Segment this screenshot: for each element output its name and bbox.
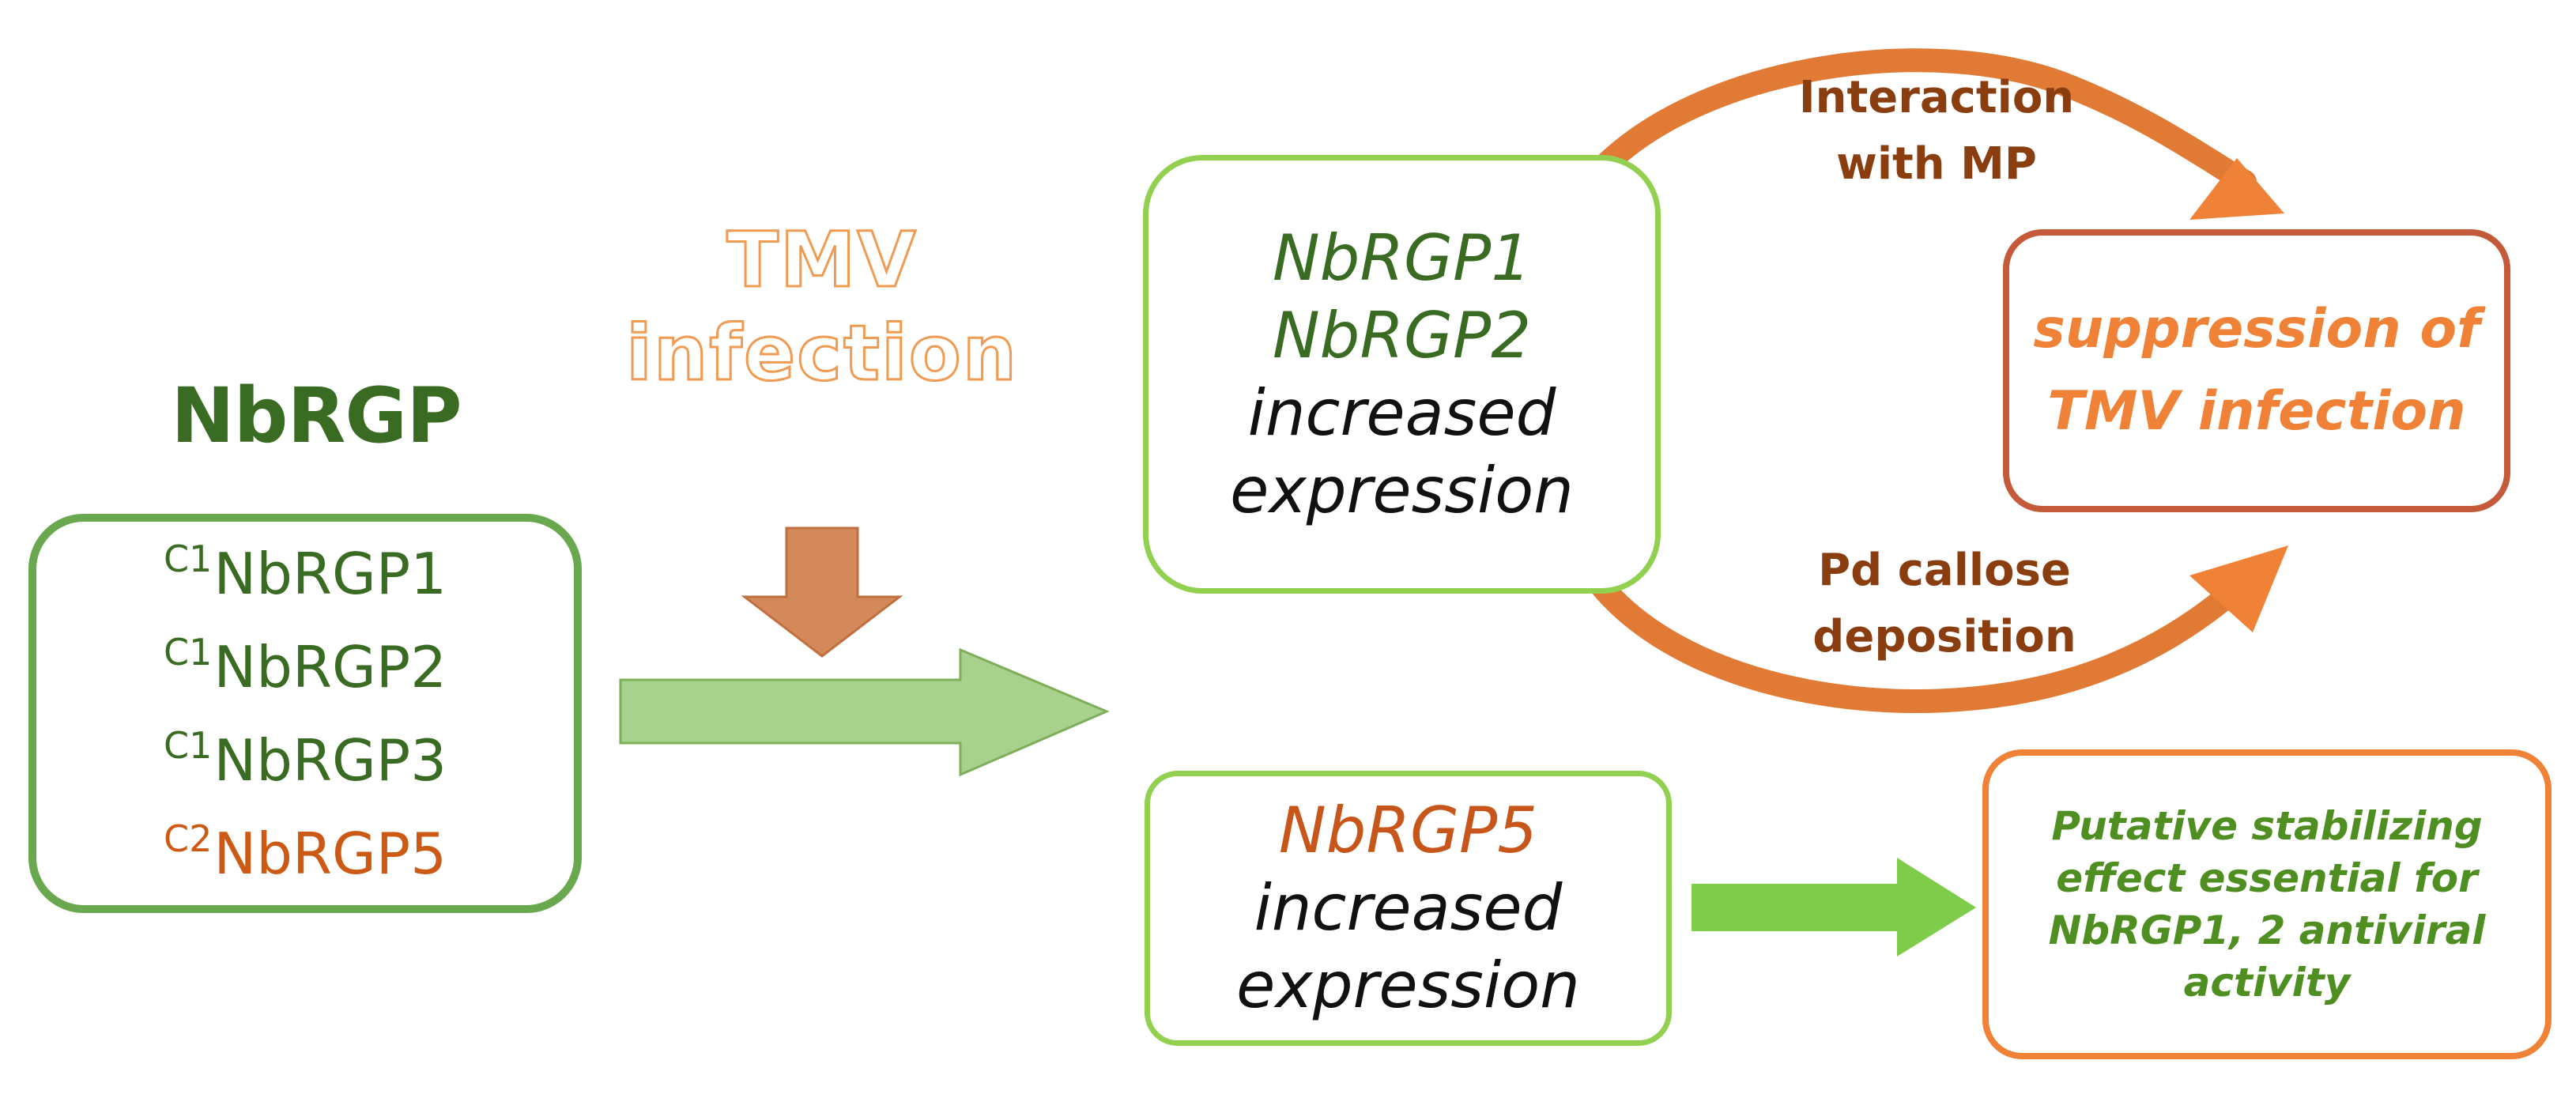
expression-text: expression (1230, 453, 1574, 527)
putative-effect-box: Putative stabilizing effect essential fo… (1982, 749, 2551, 1059)
expression-text: expression (1236, 949, 1580, 1022)
outcome-line: suppression of (2033, 298, 2480, 360)
top-arc-label: Interaction with MP (1739, 65, 2134, 198)
gene-nbrgp5: NbRGP5 (1278, 794, 1538, 867)
family-sup: C1 (164, 630, 213, 674)
putative-line: activity (2183, 960, 2351, 1006)
arc-label-line: with MP (1836, 138, 2037, 190)
arc-label-line: Interaction (1798, 72, 2075, 123)
lower-expression-box: NbRGP5 increased expression (1145, 771, 1672, 1046)
arc-label-line: deposition (1812, 611, 2076, 662)
gene-nbrgp2: NbRGP2 (1272, 298, 1532, 372)
increased-text: increased (1254, 871, 1563, 945)
bottom-arc-arrow-body (1589, 569, 2257, 713)
putative-line: NbRGP1, 2 antiviral (2048, 907, 2486, 953)
suppression-outcome-box: suppression of TMV infection (2003, 229, 2510, 512)
family-item-nbrgp1: C1NbRGP1 (164, 527, 447, 621)
outcome-line: TMV infection (2047, 380, 2466, 443)
gene-nbrgp1: NbRGP1 (1272, 221, 1532, 295)
tmv-down-arrow (741, 526, 903, 658)
tmv-label-line: TMV (726, 215, 918, 306)
top-arc-arrowhead (2189, 158, 2284, 220)
family-name: NbRGP5 (213, 820, 447, 887)
putative-line: Putative stabilizing (2051, 803, 2483, 849)
family-sup: C2 (164, 817, 213, 860)
bottom-arc-arrowhead (2189, 545, 2288, 632)
nbrgp-family-box: C1NbRGP1 C1NbRGP2 C1NbRGP3 C2NbRGP5 (28, 514, 582, 913)
upper-expression-box: NbRGP1 NbRGP2 increased expression (1143, 155, 1661, 594)
family-sup: C1 (164, 723, 213, 767)
arc-label-line: Pd callose (1818, 545, 2071, 596)
family-item-nbrgp3: C1NbRGP3 (164, 714, 447, 807)
tmv-infection-label: TMV infection (585, 213, 1059, 400)
family-item-nbrgp5: C2NbRGP5 (164, 807, 447, 900)
nbrgp-title: NbRGP (171, 372, 462, 460)
family-name: NbRGP2 (213, 633, 447, 700)
infection-label-line: infection (624, 308, 1019, 399)
putative-line: effect essential for (2056, 855, 2478, 901)
lower-right-arrow (1692, 858, 1976, 957)
increased-text: increased (1247, 375, 1556, 450)
main-right-arrow (619, 647, 1110, 777)
bottom-arc-label: Pd callose deposition (1763, 538, 2126, 670)
family-name: NbRGP1 (213, 540, 447, 607)
family-name: NbRGP3 (213, 726, 447, 794)
top-arc-arrow-body (1585, 48, 2257, 194)
family-item-nbrgp2: C1NbRGP2 (164, 621, 447, 714)
family-sup: C1 (164, 537, 213, 580)
